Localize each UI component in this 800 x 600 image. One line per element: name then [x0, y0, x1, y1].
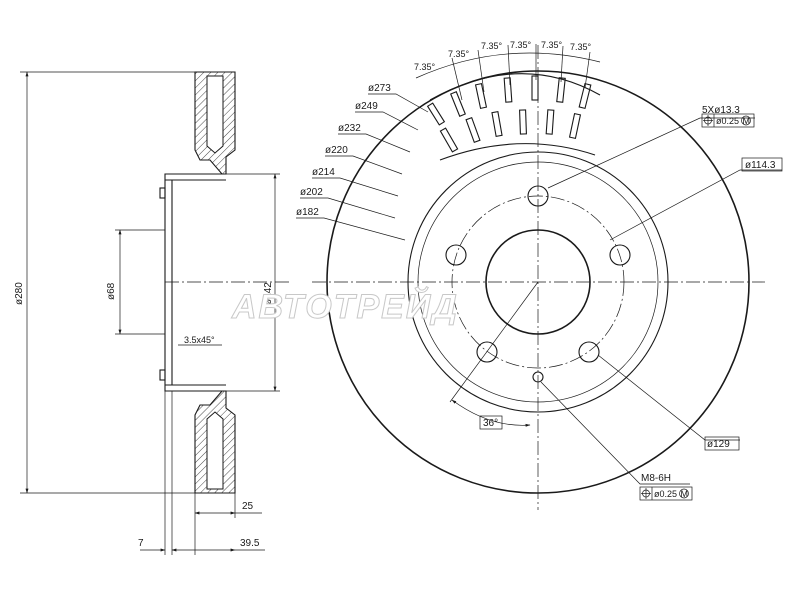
ring-diameter-label: ø220	[325, 145, 348, 156]
bolt-hole-tolerance-label: ø0.25	[716, 116, 739, 126]
hole-angle-label: 36°	[483, 418, 498, 429]
vent-angle-label: 7.35°	[510, 40, 532, 50]
hat-diameter-label: ø142	[263, 282, 274, 305]
total-height-label: 39.5	[240, 538, 260, 549]
bolt-hole	[609, 244, 631, 266]
ring-diameter-label: ø273	[368, 83, 391, 94]
thickness-label: 25	[242, 501, 254, 512]
watermark: АВТОТРЕЙД	[231, 287, 459, 326]
vent-angle-label: 7.35°	[570, 42, 592, 52]
bolt-hole-tolerance-modifier: M	[743, 116, 751, 126]
offset-label: 7	[138, 538, 144, 549]
ring-diameter-label: ø214	[312, 167, 335, 178]
front-view: 7.35° 7.35° 7.35° 7.35° 7.35° 7.35° ø273…	[296, 40, 783, 510]
chamfer-label: 3.5x45°	[184, 335, 215, 345]
vent-angle-label: 7.35°	[448, 49, 470, 59]
bolt-hole	[527, 185, 549, 207]
ring-diameter-leaders	[296, 93, 429, 241]
ring-diameter-label: ø249	[355, 101, 378, 112]
pcd-label: ø114.3	[745, 160, 776, 171]
side-section-view: ø280 ø68 ø142 3.5x45°	[14, 71, 290, 555]
thread-tolerance-label: ø0.25	[654, 489, 677, 499]
inner-diameter-label: ø129	[707, 439, 730, 450]
bolt-hole	[445, 244, 467, 266]
thread-label: M8-6H	[641, 473, 671, 484]
vent-angle-label: 7.35°	[414, 62, 436, 72]
bolt-hole	[476, 341, 498, 363]
vent-angle-label: 7.35°	[541, 40, 563, 50]
threaded-hole	[532, 371, 544, 383]
bolt-hole	[578, 341, 600, 363]
ring-diameter-label: ø202	[300, 187, 323, 198]
bolt-holes-label: 5Xø13.3	[702, 105, 740, 116]
ring-diameter-label: ø182	[296, 207, 319, 218]
thread-tolerance-modifier: M	[681, 489, 689, 499]
hub-bore-label: ø68	[106, 282, 117, 300]
bolt-hole-tolerance-frame: ø0.25 M	[701, 113, 755, 128]
overall-diameter-label: ø280	[14, 282, 25, 305]
thread-tolerance-frame: ø0.25 M	[639, 486, 693, 501]
ring-diameter-label: ø232	[338, 123, 361, 134]
vent-angle-label: 7.35°	[481, 41, 503, 51]
vent-ribs	[426, 75, 592, 153]
